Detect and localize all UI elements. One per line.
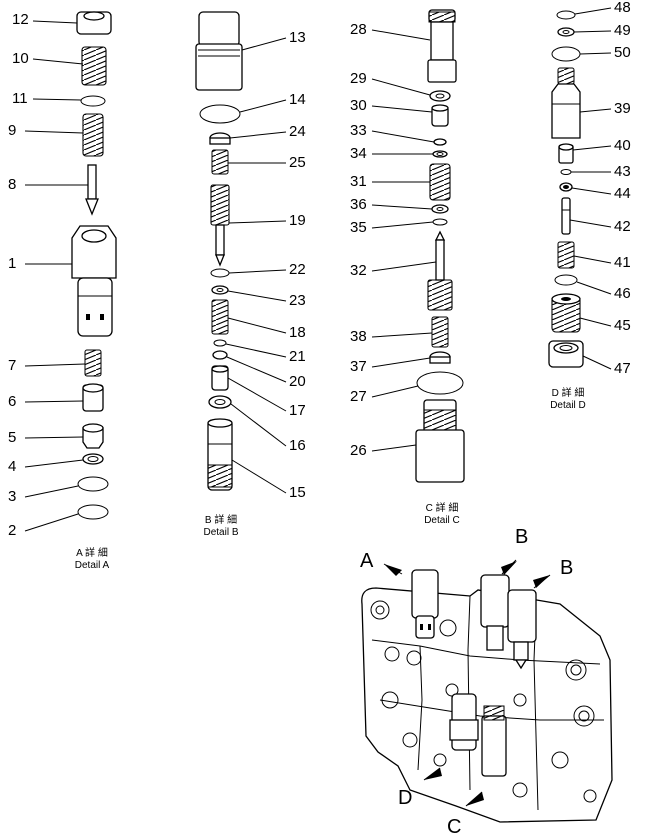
view-label-b: B: [515, 526, 529, 548]
detail-caption-jp: A 詳 細: [76, 548, 108, 559]
part-number: 3: [8, 488, 17, 505]
part-number: 14: [289, 91, 306, 108]
part-number: 5: [8, 429, 17, 446]
part-number: 9: [8, 122, 17, 139]
part-number: 41: [614, 254, 631, 271]
part-number: 34: [350, 145, 367, 162]
part-number: 45: [614, 317, 631, 334]
part-number: 50: [614, 44, 631, 61]
detail-c-parts: [415, 9, 465, 483]
part-number: 6: [8, 393, 17, 410]
part-number: 21: [289, 348, 306, 365]
part-number: 39: [614, 100, 631, 117]
detail-a-leaders: [24, 20, 88, 532]
part-number: 8: [8, 176, 17, 193]
detail-caption-en: Detail A: [74, 560, 110, 571]
part-number: 26: [350, 442, 367, 459]
detail-caption-b: B 詳 細 Detail B: [181, 515, 261, 539]
part-number: 48: [614, 0, 631, 16]
part-number: 35: [350, 219, 367, 236]
part-number: 43: [614, 163, 631, 180]
part-number: 13: [289, 29, 306, 46]
part-number: 11: [12, 90, 28, 107]
part-number: 7: [8, 357, 17, 374]
detail-caption-jp: C 詳 細: [425, 503, 459, 514]
detail-caption-c: C 詳 細 Detail C: [402, 503, 482, 527]
part-number: 27: [350, 388, 367, 405]
detail-d-leaders: [569, 7, 612, 370]
part-number: 44: [614, 185, 631, 202]
view-arrows: [383, 559, 551, 807]
part-number: 33: [350, 122, 367, 139]
part-number: 15: [289, 484, 306, 501]
part-number: 17: [289, 402, 306, 419]
part-number: 49: [614, 22, 631, 39]
view-label-c: C: [447, 816, 462, 838]
detail-a-parts: [71, 11, 117, 520]
part-number: 29: [350, 70, 367, 87]
detail-caption-en: Detail C: [424, 515, 460, 526]
detail-caption-en: Detail B: [203, 527, 239, 538]
part-number: 47: [614, 360, 631, 377]
part-number: 1: [8, 255, 17, 272]
part-number: 42: [614, 218, 631, 235]
part-number: 24: [289, 123, 306, 140]
detail-caption-en: Detail D: [550, 400, 586, 411]
part-number: 28: [350, 21, 367, 38]
detail-c-leaders: [371, 29, 437, 452]
part-number: 4: [8, 458, 17, 475]
part-number: 18: [289, 324, 306, 341]
part-number: 36: [350, 196, 367, 213]
part-number: 16: [289, 437, 306, 454]
view-label-d: D: [398, 787, 413, 809]
part-number: 46: [614, 285, 631, 302]
part-number: 40: [614, 137, 631, 154]
detail-b-parts: [195, 11, 243, 491]
part-number: 25: [289, 154, 306, 171]
part-number: 37: [350, 358, 367, 375]
part-number: 19: [289, 212, 306, 229]
part-number: 12: [12, 11, 29, 28]
detail-caption-jp: D 詳 細: [551, 388, 585, 399]
detail-caption-jp: B 詳 細: [204, 515, 238, 526]
view-label-b: B: [560, 557, 574, 579]
part-number: 10: [12, 50, 29, 67]
part-number: 30: [350, 97, 367, 114]
part-number: 31: [350, 173, 367, 190]
view-label-a: A: [360, 550, 374, 572]
part-number: 22: [289, 261, 306, 278]
detail-caption-d: D 詳 細 Detail D: [528, 388, 608, 412]
part-number: 23: [289, 292, 306, 309]
part-number: 20: [289, 373, 306, 390]
detail-caption-a: A 詳 細 Detail A: [52, 548, 132, 572]
part-number: 32: [350, 262, 367, 279]
detail-b-leaders: [225, 37, 287, 494]
part-number: 2: [8, 522, 17, 539]
part-number: 38: [350, 328, 367, 345]
valve-assembly: [361, 569, 613, 823]
